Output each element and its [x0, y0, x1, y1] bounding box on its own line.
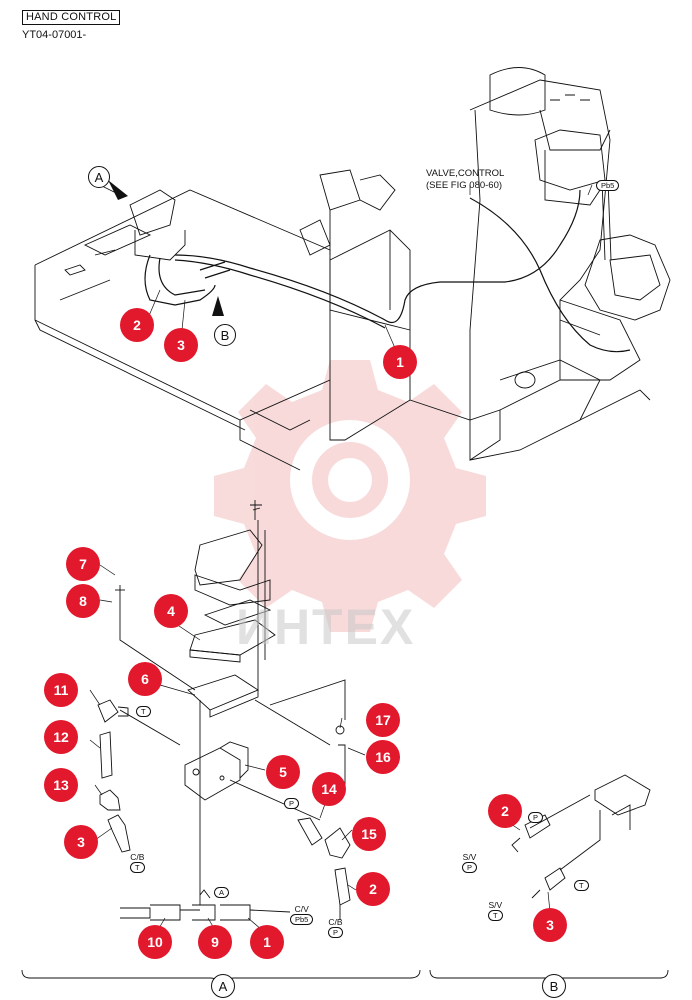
- tag-b-t: T: [574, 880, 589, 891]
- watermark-text: ИНТЕХ: [236, 599, 416, 655]
- callout-15: 15: [352, 817, 386, 851]
- callout-2-a: 2: [356, 872, 390, 906]
- callout-10: 10: [138, 925, 172, 959]
- diagram-code: YT04-07001-: [22, 29, 87, 41]
- view-mark-b: B: [214, 324, 236, 346]
- note-line-1: VALVE,CONTROL: [426, 168, 505, 179]
- tag-cb-3-pill: T: [130, 862, 145, 873]
- port-pb5-tag: Pb5: [596, 180, 620, 191]
- callout-14: 14: [312, 772, 346, 806]
- callout-1-a: 1: [250, 925, 284, 959]
- hose-lines-top: [144, 189, 631, 353]
- tag-cb-3: C/B T: [130, 852, 145, 873]
- tag-11-t-pill: T: [136, 706, 151, 717]
- callout-3-a: 3: [64, 825, 98, 859]
- tag-b-t-pill: T: [574, 880, 589, 891]
- tag-cv: C/V Pb5: [290, 904, 314, 925]
- valve-control-note: VALVE,CONTROL (SEE FIG 080-60): [426, 168, 504, 192]
- callout-7: 7: [66, 547, 100, 581]
- callout-2-top: 2: [120, 308, 154, 342]
- callout-1-top: 1: [383, 345, 417, 379]
- arrow-b: [212, 296, 224, 316]
- tag-sv-p-label: S/V: [462, 852, 477, 862]
- tag-sv-p: S/V P: [462, 852, 478, 873]
- callout-9: 9: [198, 925, 232, 959]
- port-pb5-pill: Pb5: [596, 180, 620, 191]
- section-label-b: B: [542, 974, 566, 998]
- callout-8: 8: [66, 584, 100, 618]
- arrow-a: [108, 180, 128, 200]
- tag-cb-2-label: C/B: [328, 917, 343, 927]
- callout-11: 11: [44, 673, 78, 707]
- callout-4: 4: [154, 594, 188, 628]
- tag-sv-p-pill: P: [462, 862, 478, 873]
- tag-sv-t: S/V T: [488, 900, 503, 921]
- tag-11-t: T: [136, 706, 151, 717]
- callout-16: 16: [366, 740, 400, 774]
- tag-cb-3-label: C/B: [130, 852, 145, 862]
- tag-b-p: P: [528, 812, 544, 823]
- view-mark-a: A: [88, 166, 110, 188]
- leader-lines-b: [504, 819, 551, 913]
- tag-cb-2: C/B P: [328, 917, 344, 938]
- section-label-a: A: [211, 974, 235, 998]
- callout-2-b: 2: [488, 794, 522, 828]
- tag-a-pill: A: [214, 887, 230, 898]
- callout-3-top: 3: [164, 328, 198, 362]
- tag-sv-t-pill: T: [488, 910, 503, 921]
- tag-b-p-pill: P: [528, 812, 544, 823]
- tag-cb-2-pill: P: [328, 927, 344, 938]
- tag-14-p-pill: P: [284, 798, 300, 809]
- diagram-title: HAND CONTROL: [22, 10, 121, 25]
- note-line-2: (SEE FIG 080-60): [426, 180, 503, 191]
- tag-a: A: [214, 887, 230, 898]
- tag-cv-pill: Pb5: [290, 914, 314, 925]
- callout-12: 12: [44, 720, 78, 754]
- callout-13: 13: [44, 768, 78, 802]
- tag-14-p: P: [284, 798, 300, 809]
- callout-6: 6: [128, 662, 162, 696]
- watermark-gear: [214, 360, 486, 632]
- callout-17: 17: [366, 703, 400, 737]
- callout-5: 5: [266, 755, 300, 789]
- tag-cv-label: C/V: [294, 904, 309, 914]
- machine-outline: [34, 67, 671, 471]
- section-brackets: [21, 969, 669, 988]
- tag-sv-t-label: S/V: [488, 900, 503, 910]
- callout-3-b: 3: [533, 908, 567, 942]
- detail-b-drawing: [511, 774, 651, 899]
- detail-a-drawing: [97, 500, 351, 921]
